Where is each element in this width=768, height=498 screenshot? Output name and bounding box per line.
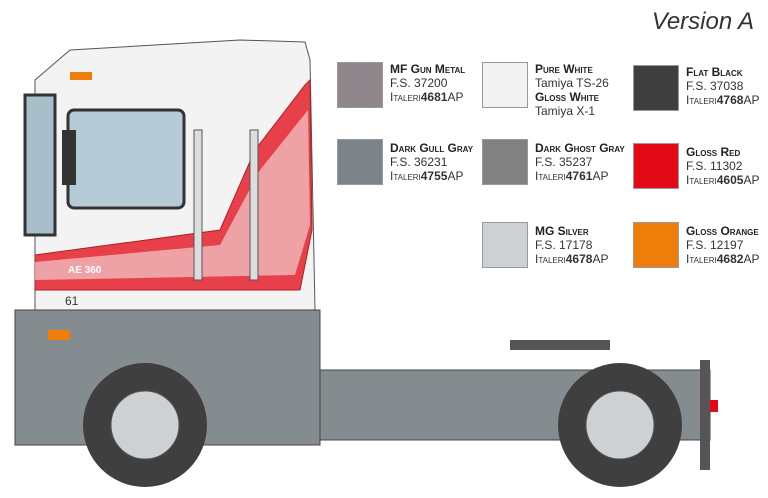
cab-badge: AE 360: [68, 265, 102, 276]
swatch-dark-gull-gray: [337, 139, 383, 185]
swatch-mf-gun-metal: [337, 62, 383, 108]
swatch-pure-white: [482, 62, 528, 108]
swatch-mg-silver: [482, 222, 528, 268]
cab-number: 61: [65, 294, 79, 308]
swatch-gloss-red: [633, 143, 679, 189]
version-title: Version A: [651, 8, 754, 35]
swatch-flat-black: [633, 65, 679, 111]
swatch-dark-ghost-gray: [482, 139, 528, 185]
swatch-gloss-orange: [633, 222, 679, 268]
